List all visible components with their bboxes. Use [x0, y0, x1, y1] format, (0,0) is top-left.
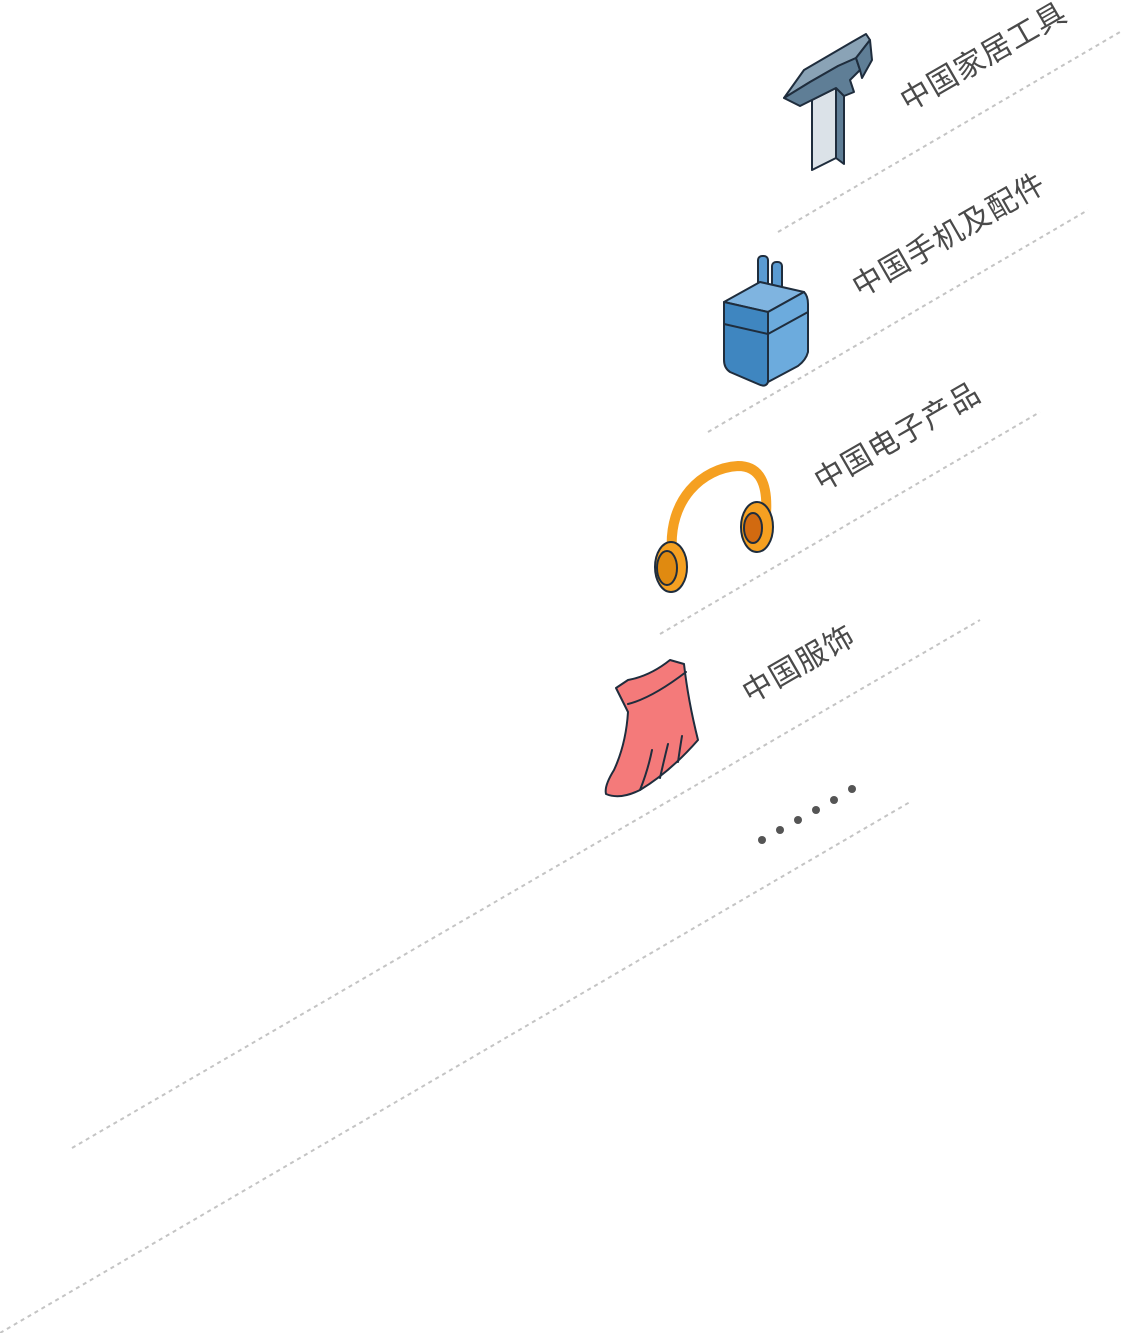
charger-icon — [723, 255, 809, 387]
guide-line — [659, 411, 1041, 635]
guide-line — [71, 619, 981, 1149]
category-apparel[interactable]: 中国服饰 — [604, 619, 862, 798]
guide-line — [707, 209, 1089, 433]
category-label-phones-accessories: 中国手机及配件 — [847, 166, 1052, 305]
hammer-icon — [783, 33, 873, 171]
headphones-icon — [654, 460, 774, 593]
guide-line — [0, 801, 911, 1333]
dress-icon — [604, 659, 699, 798]
category-phones-accessories[interactable]: 中国手机及配件 — [723, 166, 1052, 387]
guide-lines — [0, 31, 1121, 1333]
category-label-electronics: 中国电子产品 — [809, 376, 988, 499]
category-label-home-tools: 中国家居工具 — [895, 0, 1074, 119]
guide-line — [777, 31, 1121, 233]
category-electronics[interactable]: 中国电子产品 — [654, 376, 988, 593]
ellipsis-icon — [758, 785, 856, 844]
category-label-apparel: 中国服饰 — [737, 619, 862, 711]
